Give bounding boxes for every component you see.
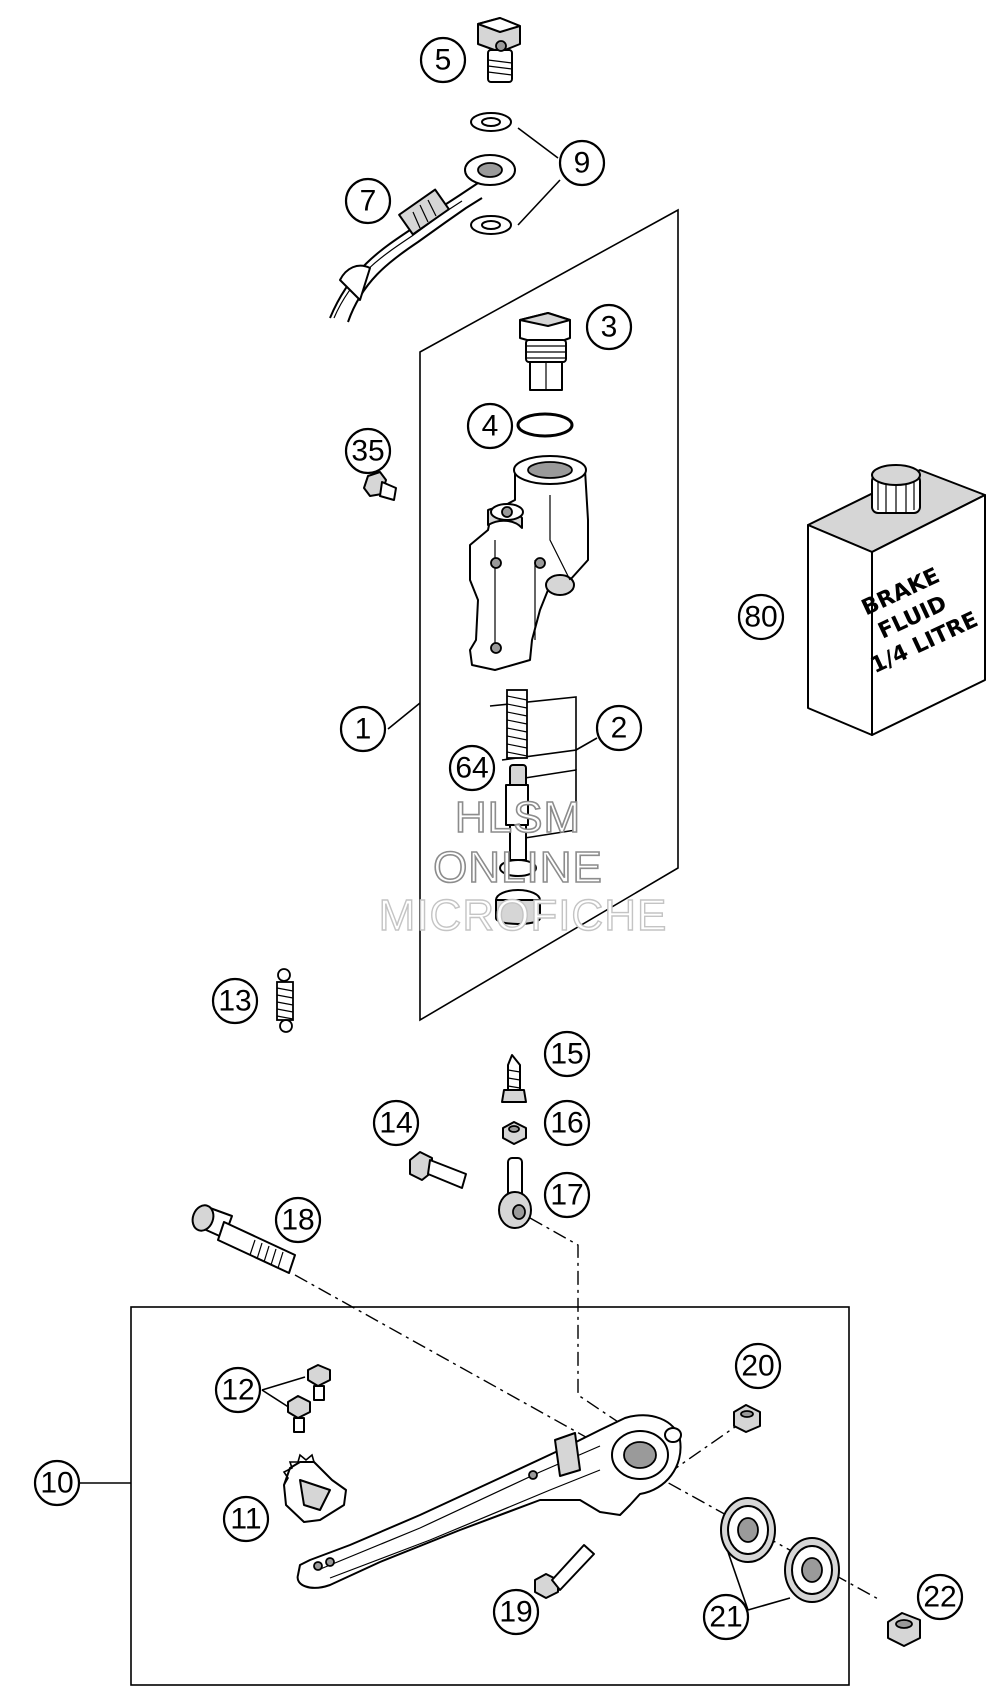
callout-16: 16 xyxy=(543,1099,591,1147)
return-spring-part xyxy=(276,968,294,1033)
callout-16-label: 16 xyxy=(550,1107,583,1140)
callout-7-label: 7 xyxy=(360,185,377,218)
callout-4-label: 4 xyxy=(482,410,499,443)
bolt-14-part xyxy=(409,1151,467,1189)
callout-13-label: 13 xyxy=(218,985,251,1018)
piston-kit-part xyxy=(495,689,541,925)
lock-nut-part xyxy=(502,1121,527,1145)
callout-10-label: 10 xyxy=(40,1467,73,1500)
watermark-line1: HLSM xyxy=(455,793,581,842)
callout-17: 17 xyxy=(543,1171,591,1219)
clevis-part xyxy=(498,1157,532,1229)
pivot-bolt-part xyxy=(191,1204,296,1274)
screw-35-part xyxy=(363,471,397,501)
watermark: HLSM ONLINE MICROFICHE xyxy=(378,792,668,941)
callout-12: 12 xyxy=(214,1366,262,1414)
serrated-step-part xyxy=(282,1453,347,1523)
callout-22-label: 22 xyxy=(923,1581,956,1614)
callout-9: 9 xyxy=(558,139,606,187)
callout-17-label: 17 xyxy=(550,1179,583,1212)
callout-21-label: 21 xyxy=(709,1601,742,1634)
callout-5-label: 5 xyxy=(435,44,452,77)
callout-11: 11 xyxy=(222,1495,270,1543)
callout-14: 14 xyxy=(372,1099,420,1147)
callout-2-label: 2 xyxy=(611,712,628,745)
callout-80-label: 80 xyxy=(744,601,777,634)
master-cylinder-group-frame xyxy=(419,208,679,1022)
callout-18: 18 xyxy=(274,1196,322,1244)
callout-9-label: 9 xyxy=(574,147,591,180)
brake-fluid-bottle-part: BRAKE FLUID 1/4 LITRE xyxy=(807,464,986,736)
step-screws-part xyxy=(287,1364,331,1433)
callout-15: 15 xyxy=(543,1030,591,1078)
copper-washers-part xyxy=(470,112,512,235)
brake-pedal-part xyxy=(296,1414,682,1589)
callout-14-label: 14 xyxy=(379,1107,412,1140)
adjuster-bolt-part xyxy=(501,1054,527,1103)
watermark-line2: ONLINE xyxy=(433,843,603,892)
watermark-line3: MICROFICHE xyxy=(379,891,668,940)
bolt-19-part xyxy=(534,1544,595,1599)
callout-bubbles: 5 9 7 3 4 35 80 1 2 64 13 15 14 16 17 18… xyxy=(33,36,964,1641)
callout-11-label: 11 xyxy=(230,1503,261,1536)
callout-7: 7 xyxy=(344,177,392,225)
callout-35: 35 xyxy=(344,427,392,475)
nut-22-part xyxy=(887,1612,921,1647)
callout-13: 13 xyxy=(211,977,259,1025)
callout-20: 20 xyxy=(734,1342,782,1390)
callout-19: 19 xyxy=(492,1588,540,1636)
callout-1-label: 1 xyxy=(355,713,372,746)
callout-10: 10 xyxy=(33,1459,81,1507)
callout-15-label: 15 xyxy=(550,1038,583,1071)
callout-5: 5 xyxy=(419,36,467,84)
callout-18-label: 18 xyxy=(281,1204,314,1237)
o-ring-part xyxy=(516,412,574,438)
callout-20-label: 20 xyxy=(741,1350,774,1383)
brake-pedal-group-frame xyxy=(130,1306,850,1686)
bearings-part xyxy=(720,1497,840,1603)
callout-35-label: 35 xyxy=(351,435,384,468)
banjo-bolt-part xyxy=(477,17,521,83)
callout-21: 21 xyxy=(702,1593,750,1641)
callout-64-label: 64 xyxy=(455,752,488,785)
callout-3-label: 3 xyxy=(601,311,618,344)
callout-19-label: 19 xyxy=(499,1596,532,1629)
callout-2: 2 xyxy=(595,704,643,752)
spring-part xyxy=(506,689,528,759)
callout-3: 3 xyxy=(585,303,633,351)
brake-hose-part xyxy=(329,154,516,323)
callout-64: 64 xyxy=(448,744,496,792)
reservoir-cap-part xyxy=(519,312,571,391)
callout-12-label: 12 xyxy=(221,1374,254,1407)
callout-22: 22 xyxy=(916,1573,964,1621)
callout-1: 1 xyxy=(339,705,387,753)
master-cylinder-body-part xyxy=(469,455,589,671)
callout-80: 80 xyxy=(737,593,785,641)
nut-20-part xyxy=(733,1404,761,1433)
callout-4: 4 xyxy=(466,402,514,450)
